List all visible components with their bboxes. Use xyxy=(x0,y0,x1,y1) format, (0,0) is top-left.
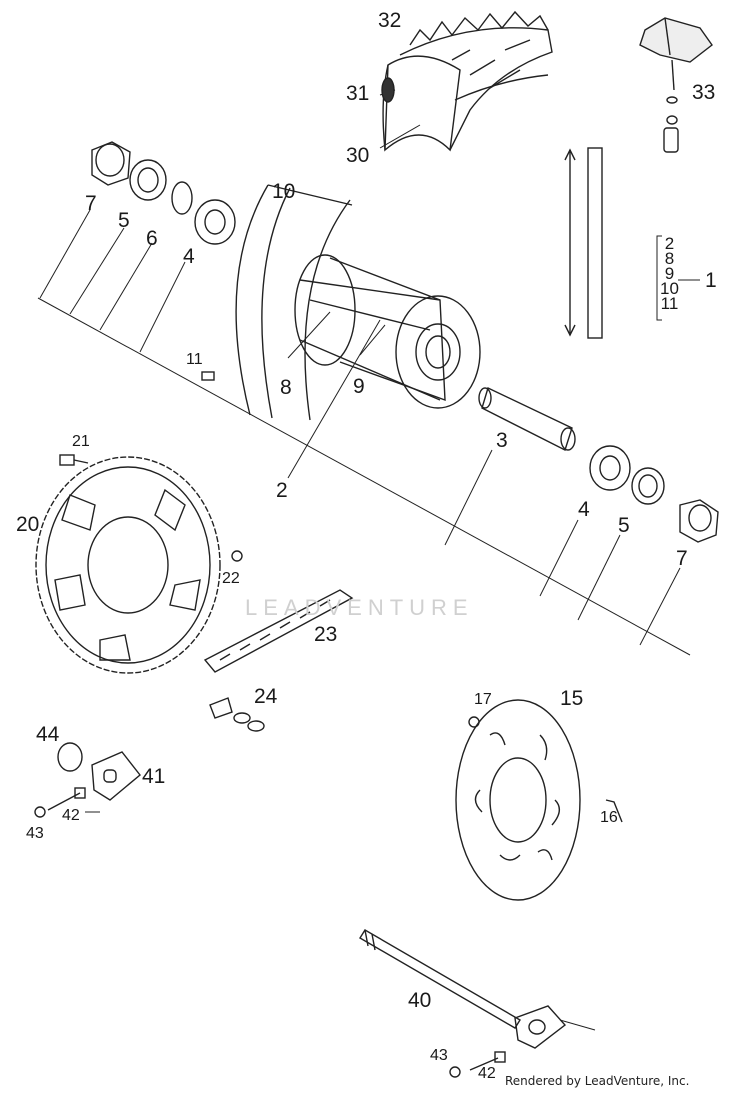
callout-4b: 4 xyxy=(578,498,590,521)
callout-21: 21 xyxy=(72,433,90,450)
rear-axle xyxy=(359,929,567,1078)
callout-31: 31 xyxy=(346,82,370,105)
spacer-tube xyxy=(478,387,576,451)
credit-text: Rendered by LeadVenture, Inc. xyxy=(505,1074,690,1088)
callout-4a: 4 xyxy=(183,245,195,268)
tyre xyxy=(399,10,553,151)
spoke-nipple xyxy=(201,371,215,381)
sprocket-bolt xyxy=(59,454,89,466)
chain xyxy=(203,589,354,673)
valve-stem xyxy=(639,17,713,153)
right-hub-parts xyxy=(589,445,719,543)
watermark-text: LEADVENTURE xyxy=(245,595,474,620)
spoke xyxy=(564,147,603,339)
callout-42a: 42 xyxy=(62,807,80,824)
callout-17: 17 xyxy=(474,691,492,708)
callout-5b: 5 xyxy=(618,514,630,537)
group-item-8: 8 xyxy=(664,249,675,268)
callout-44: 44 xyxy=(36,723,60,746)
callout-22: 22 xyxy=(222,570,240,587)
assembly-axis-line xyxy=(37,297,691,656)
sprocket xyxy=(35,456,221,674)
callout-9: 9 xyxy=(353,375,365,398)
callout-6: 6 xyxy=(146,227,158,250)
master-link xyxy=(209,697,265,732)
callout-15: 15 xyxy=(560,687,584,710)
callout-32: 32 xyxy=(378,9,402,32)
brake-disc xyxy=(455,699,581,901)
chain-adjuster xyxy=(34,742,141,818)
callout-23: 23 xyxy=(314,623,338,646)
group-item-9: 9 xyxy=(664,264,675,283)
left-hub-parts xyxy=(91,141,236,245)
callout-40: 40 xyxy=(408,989,432,1012)
callout-43b: 43 xyxy=(430,1047,448,1064)
callout-3: 3 xyxy=(496,429,508,452)
callout-43a: 43 xyxy=(26,825,44,842)
group-item-10: 10 xyxy=(660,279,679,298)
callout-7a: 7 xyxy=(85,192,97,215)
callout-2: 2 xyxy=(276,479,288,502)
callout-41: 41 xyxy=(142,765,166,788)
parts-group-list: 2 8 9 10 11 xyxy=(660,234,679,313)
inner-tube xyxy=(381,55,461,152)
disc-nut xyxy=(468,716,480,728)
callout-5a: 5 xyxy=(118,209,130,232)
sprocket-nut xyxy=(231,550,243,562)
callout-10: 10 xyxy=(272,180,296,203)
group-item-2: 2 xyxy=(664,234,675,253)
callout-11: 11 xyxy=(186,351,203,368)
group-item-11: 11 xyxy=(660,294,679,313)
callout-7b: 7 xyxy=(676,547,688,570)
disc-bolt xyxy=(605,799,623,823)
callout-30: 30 xyxy=(346,144,370,167)
callout-42b: 42 xyxy=(478,1065,496,1082)
callout-33: 33 xyxy=(692,81,716,104)
rim xyxy=(235,184,353,421)
callout-24: 24 xyxy=(254,685,278,708)
callout-16: 16 xyxy=(600,809,618,826)
callout-20: 20 xyxy=(16,513,40,536)
callout-1: 1 xyxy=(705,269,717,292)
callout-8: 8 xyxy=(280,376,292,399)
hub xyxy=(294,254,481,409)
leader-lines xyxy=(39,89,700,1031)
